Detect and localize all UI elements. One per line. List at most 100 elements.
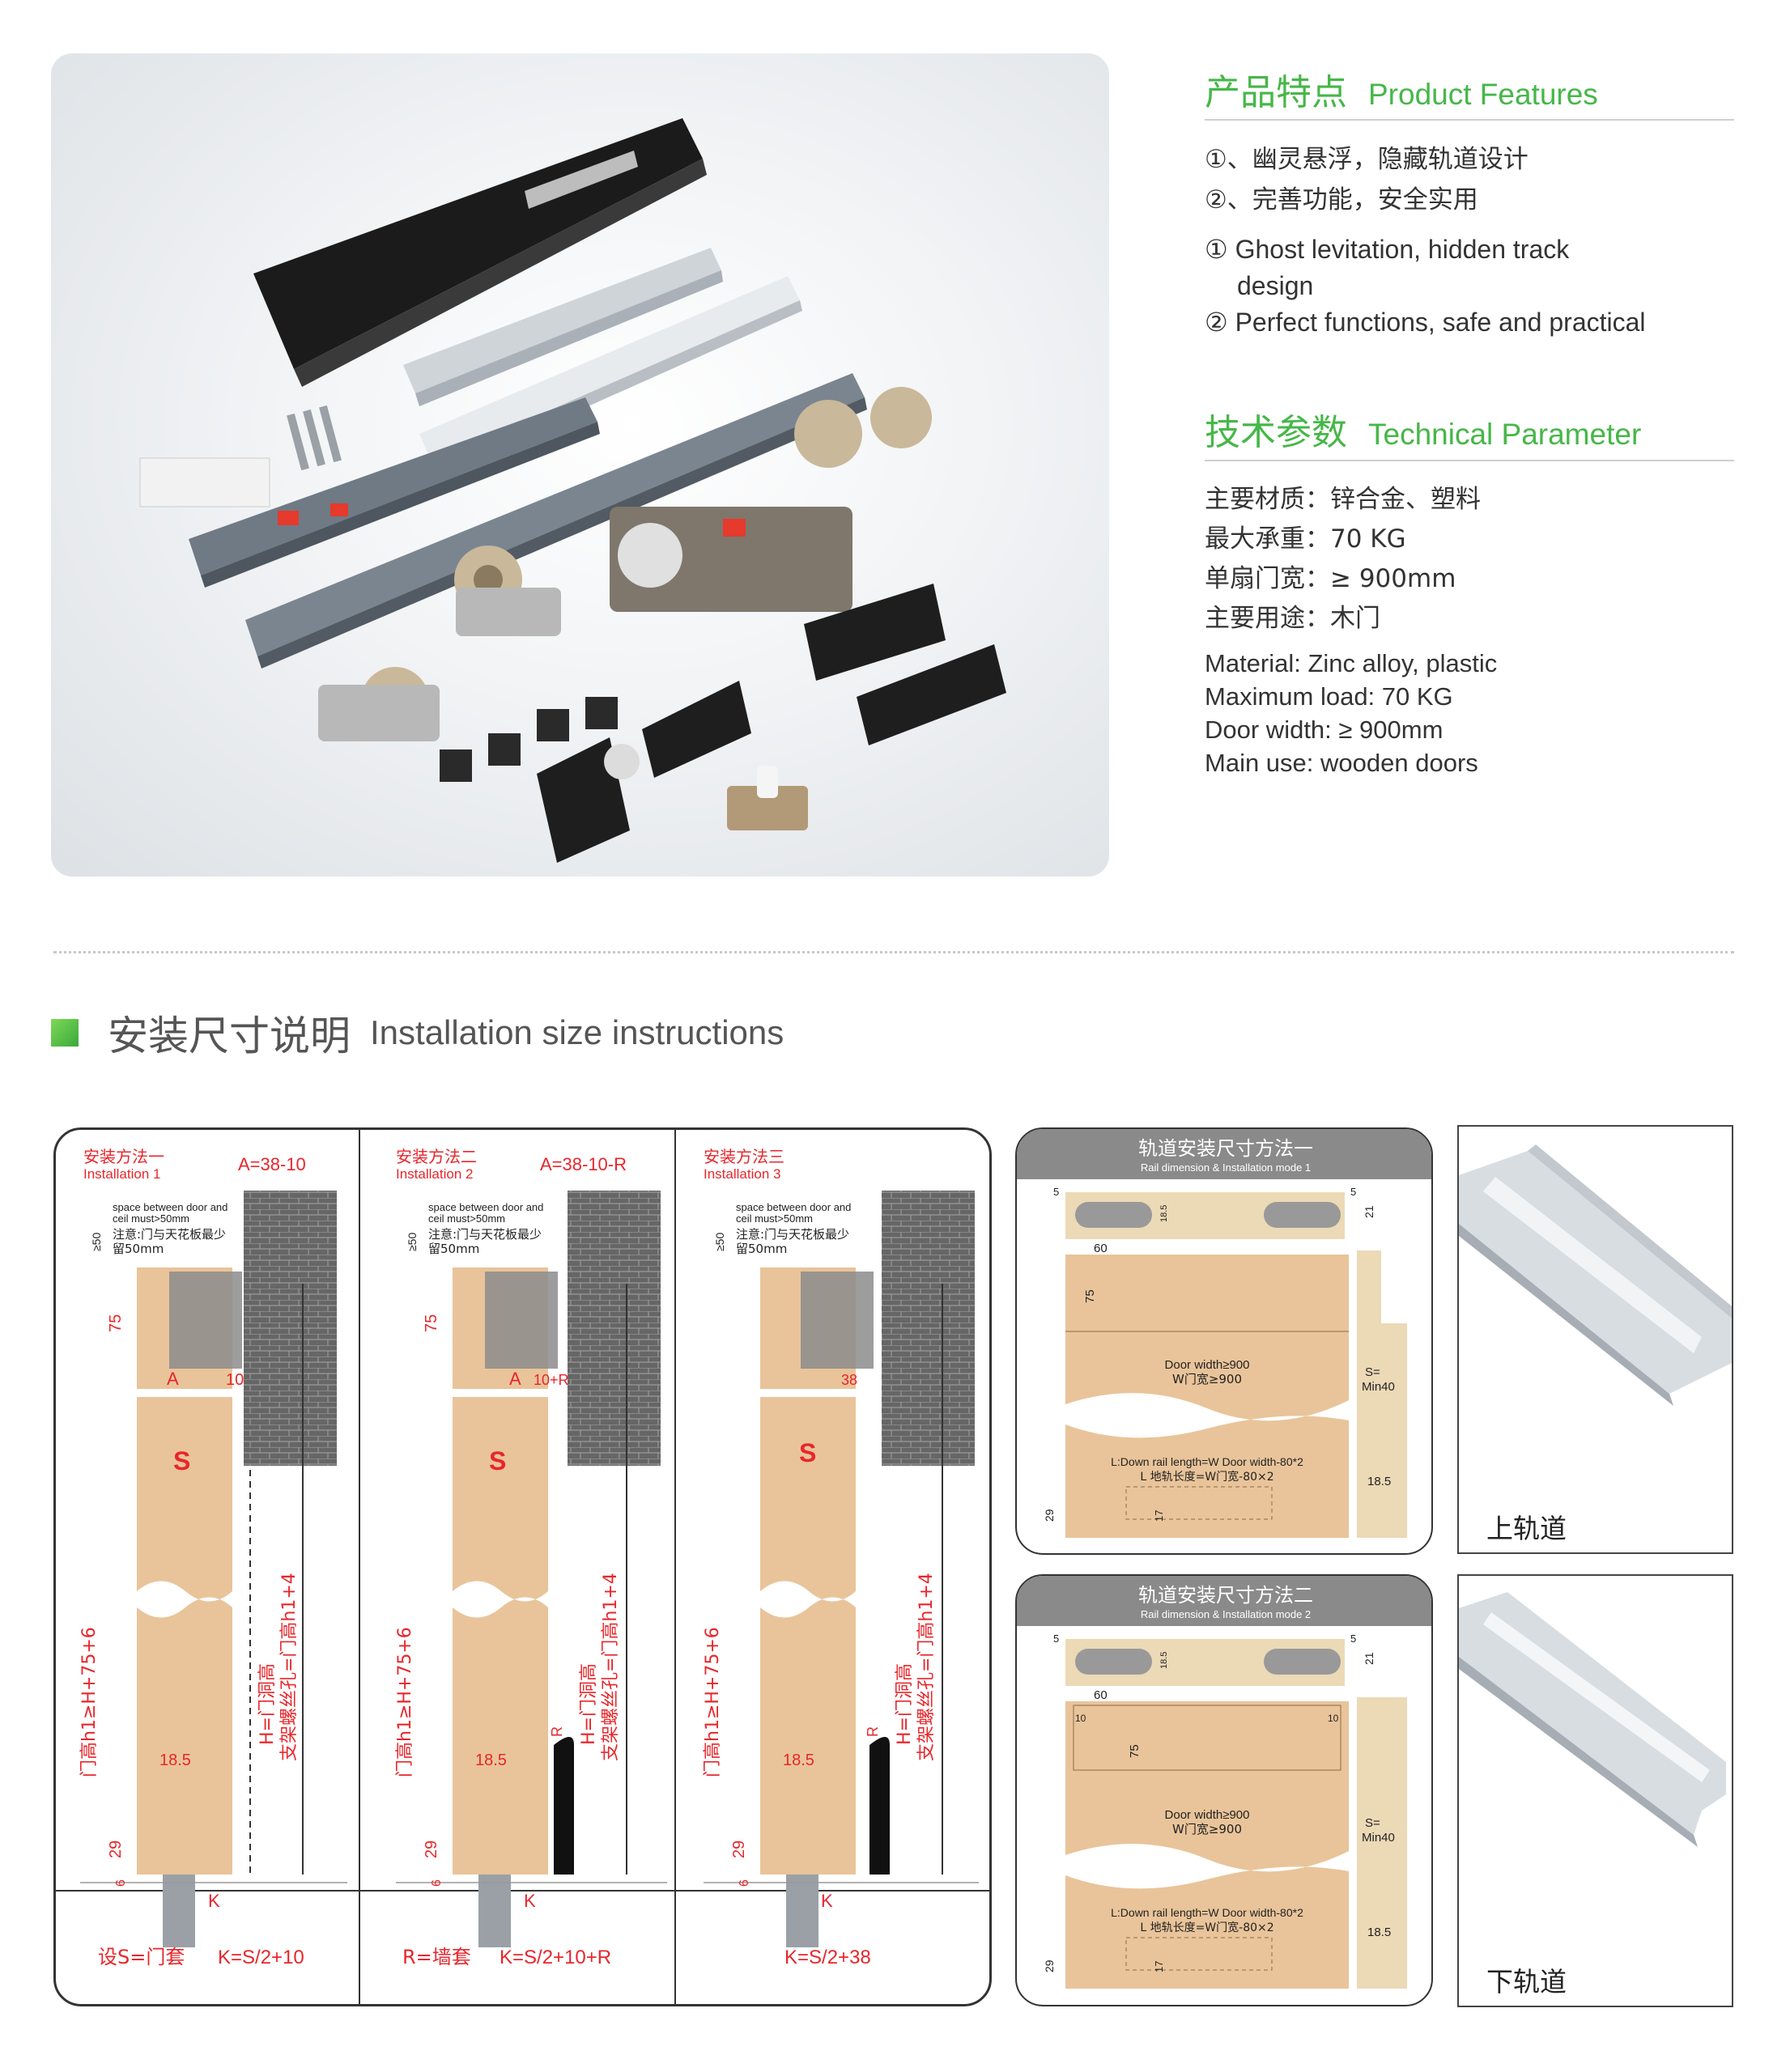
- product-photo: [51, 53, 1109, 877]
- method-1-s-label: S: [173, 1446, 190, 1475]
- method-2-title-en: Installation 2: [396, 1166, 473, 1182]
- rail-mode-1-dim-21: 21: [1363, 1205, 1375, 1218]
- features-title-en: Product Features: [1368, 78, 1598, 111]
- rail-mode-2-dim-21: 21: [1363, 1652, 1375, 1665]
- feature-cn-2: ②、完善功能，安全实用: [1205, 185, 1478, 214]
- method-3-space-en-1: space between door and: [736, 1201, 851, 1213]
- param-en-3: Door width: ≥ 900mm: [1205, 715, 1443, 744]
- method-3-k-label: K: [821, 1891, 833, 1911]
- method-1-a-label: A: [167, 1369, 179, 1389]
- rail-mode-1-dim-5b: 5: [1350, 1186, 1356, 1198]
- installation-methods-panel: 安装方法一 Installation 1 A=38-10 space betwe…: [53, 1127, 992, 2006]
- features-divider: [1205, 119, 1734, 121]
- method-2-space-en-1: space between door and: [428, 1201, 543, 1213]
- method-3-title-cn: 安装方法三: [704, 1147, 784, 1166]
- rail-mode-1-dim-60: 60: [1094, 1242, 1108, 1255]
- rail-mode-2-door-width-cn: W门宽≥900: [1172, 1822, 1242, 1836]
- method-2-hole-label: 支架螺丝孔=门高h1+4: [601, 1573, 621, 1761]
- method-2-space-en-2: ceil must>50mm: [428, 1212, 505, 1225]
- method-3-space-en-2: ceil must>50mm: [736, 1212, 813, 1225]
- method-2-dim-6: 6: [430, 1879, 444, 1887]
- method-1-dim-75: 75: [107, 1314, 125, 1332]
- rail-mode-2-s-label-2: Min40: [1362, 1831, 1395, 1845]
- param-en-1: Material: Zinc alloy, plastic: [1205, 649, 1498, 677]
- method-2-footer-right: K=S/2+10+R: [500, 1947, 611, 1968]
- technical-divider: [1205, 460, 1734, 461]
- feature-cn-1: ①、幽灵悬浮，隐藏轨道设计: [1205, 145, 1529, 174]
- rail-mode-2-rail-len-cn: L 地轨长度=W门宽-80×2: [1140, 1921, 1273, 1934]
- rail-mode-2-dim-5a: 5: [1053, 1633, 1059, 1645]
- method-3-h-label: H=门洞高: [895, 1663, 915, 1745]
- param-cn-1: 主要材质：锌合金、塑料: [1205, 485, 1481, 514]
- rail-mode-2-rail-len-en: L:Down rail length=W Door width-80*2: [1111, 1906, 1303, 1919]
- method-3-r-label: R: [865, 1726, 881, 1737]
- method-1-space-en-1: space between door and: [113, 1201, 227, 1213]
- method-1-space-en-2: ceil must>50mm: [113, 1212, 189, 1225]
- param-en-2: Maximum load: 70 KG: [1205, 682, 1453, 711]
- method-2-s-label: S: [489, 1446, 506, 1475]
- method-1-title-en: Installation 1: [83, 1166, 160, 1182]
- rail-mode-1-rail-len-en: L:Down rail length=W Door width-80*2: [1111, 1455, 1303, 1468]
- method-1-h-label: H=门洞高: [257, 1663, 278, 1745]
- rail-mode-2-door-width-en: Door width≥900: [1165, 1808, 1250, 1822]
- method-1-a-offset: 10: [226, 1371, 244, 1389]
- method-3-note-cn-1: 注意:门与天花板最少: [736, 1227, 849, 1242]
- rail-mode-1-panel: 轨道安装尺寸方法一 Rail dimension & Installation …: [1015, 1127, 1433, 1555]
- upper-rail-label: 上轨道: [1486, 1513, 1567, 1544]
- rail-mode-1-dim-17: 17: [1153, 1510, 1165, 1522]
- method-1-formula-a: A=38-10: [238, 1154, 306, 1174]
- param-cn-4: 主要用途：木门: [1205, 604, 1380, 633]
- features-heading: 产品特点 Product Features: [1205, 63, 1598, 115]
- method-2-formula-a: A=38-10-R: [540, 1154, 627, 1174]
- rail-mode-2-panel: 轨道安装尺寸方法二 Rail dimension & Installation …: [1015, 1574, 1433, 2006]
- technical-title-cn: 技术参数: [1205, 412, 1347, 453]
- method-1-title-cn: 安装方法一: [83, 1147, 164, 1166]
- method-1-footer-right: K=S/2+10: [218, 1947, 304, 1968]
- method-1-footer-left: 设S=门套: [98, 1946, 185, 1968]
- method-1-k-label: K: [208, 1891, 220, 1911]
- rail-mode-2-dim-5b: 5: [1350, 1633, 1356, 1645]
- method-2-title-cn: 安装方法二: [396, 1147, 477, 1166]
- method-3-title-en: Installation 3: [704, 1166, 780, 1182]
- method-1-note-cn-2: 留50mm: [113, 1242, 164, 1256]
- param-cn-2: 最大承重：70 KG: [1205, 524, 1406, 554]
- method-2-note-cn-2: 留50mm: [428, 1242, 479, 1256]
- method-2-a-label: A: [509, 1369, 521, 1389]
- rail-mode-2-dim-10a: 10: [1075, 1713, 1086, 1724]
- rail-mode-2-title-cn: 轨道安装尺寸方法二: [1138, 1584, 1313, 1607]
- method-2-dim-29: 29: [423, 1841, 440, 1858]
- upper-rail-box: 上轨道: [1457, 1125, 1733, 1554]
- lower-rail-illustration: [1459, 1592, 1726, 1847]
- method-2-dim-50: ≥50: [406, 1233, 419, 1251]
- rail-mode-2-dim-29: 29: [1043, 1959, 1056, 1972]
- method-2-dim-75: 75: [423, 1314, 440, 1332]
- method-2-footer-left: R=墙套: [402, 1946, 471, 1968]
- param-cn-3: 单扇门宽：≥ 900mm: [1205, 564, 1456, 593]
- rail-mode-1-dim-185: 18.5: [1159, 1205, 1169, 1222]
- feature-en-1b: design: [1237, 271, 1314, 300]
- method-2-h1-label: 门高h1≥H+75+6: [395, 1627, 415, 1777]
- method-3-dim-6: 6: [738, 1879, 751, 1887]
- installation-title-cn: 安装尺寸说明: [108, 1013, 351, 1059]
- method-1-diagram: [80, 1191, 347, 1947]
- method-3-footer-right: K=S/2+38: [784, 1947, 871, 1968]
- method-2-dim-185: 18.5: [475, 1751, 507, 1769]
- upper-rail-illustration: [1459, 1144, 1732, 1406]
- method-3-note-cn-2: 留50mm: [736, 1242, 787, 1256]
- rail-mode-1-s-label-1: S=: [1365, 1365, 1380, 1379]
- hardware-kit-illustration: [139, 118, 1006, 863]
- rail-mode-2-title-en: Rail dimension & Installation mode 2: [1141, 1608, 1311, 1620]
- technical-heading: 技术参数 Technical Parameter: [1205, 403, 1641, 455]
- rail-mode-1-rail-len-cn: L 地轨长度=W门宽-80×2: [1140, 1470, 1273, 1484]
- method-3-a-offset: 38: [841, 1372, 857, 1388]
- method-2-note-cn-1: 注意:门与天花板最少: [428, 1227, 542, 1242]
- method-2-diagram: [396, 1191, 667, 1947]
- method-2-h-label: H=门洞高: [579, 1663, 599, 1745]
- rail-mode-1-s-label-2: Min40: [1362, 1380, 1395, 1394]
- rail-mode-2-dim-185: 18.5: [1159, 1652, 1169, 1669]
- rail-mode-1-dim-185b: 18.5: [1367, 1475, 1391, 1488]
- method-1-dim-50: ≥50: [90, 1233, 103, 1251]
- rail-mode-2-dim-10b: 10: [1328, 1713, 1339, 1724]
- method-1-dim-29: 29: [107, 1841, 125, 1858]
- method-1-dim-185: 18.5: [159, 1751, 191, 1769]
